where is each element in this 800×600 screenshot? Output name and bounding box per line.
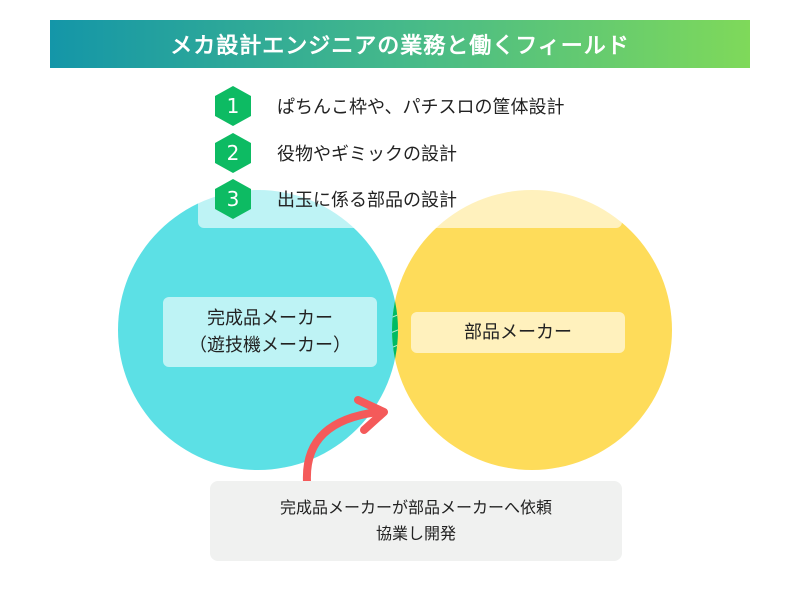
hexagon-number-badge: 2 — [215, 133, 251, 173]
right-circle-label: 部品メーカー — [411, 312, 625, 353]
list-item-text: 役物やギミックの設計 — [277, 144, 457, 165]
arrow-icon — [302, 408, 382, 486]
list-item: 2 役物やギミックの設計 — [215, 133, 457, 173]
list-item-text: ぱちんこ枠や、パチスロの筐体設計 — [277, 97, 565, 118]
hexagon-number-badge: 1 — [215, 86, 251, 126]
right-label-text: 部品メーカー — [464, 322, 572, 343]
page-title: メカ設計エンジニアの業務と働くフィールド — [50, 20, 750, 68]
left-label-line2: （遊技機メーカー） — [189, 335, 351, 356]
list-item: 3 出玉に係る部品の設計 — [215, 179, 457, 219]
list-item: 1 ぱちんこ枠や、パチスロの筐体設計 — [215, 86, 564, 126]
list-item-text: 出玉に係る部品の設計 — [277, 190, 457, 211]
note-box: 完成品メーカーが部品メーカーへ依頼 協業し開発 — [210, 481, 622, 561]
left-circle-label: 完成品メーカー （遊技機メーカー） — [163, 297, 377, 367]
list-backdrop — [198, 178, 622, 228]
note-line1: 完成品メーカーが部品メーカーへ依頼 — [279, 498, 552, 518]
hexagon-number-badge: 3 — [215, 179, 251, 219]
left-label-line1: 完成品メーカー — [207, 308, 333, 329]
note-line2: 協業し開発 — [375, 524, 456, 543]
